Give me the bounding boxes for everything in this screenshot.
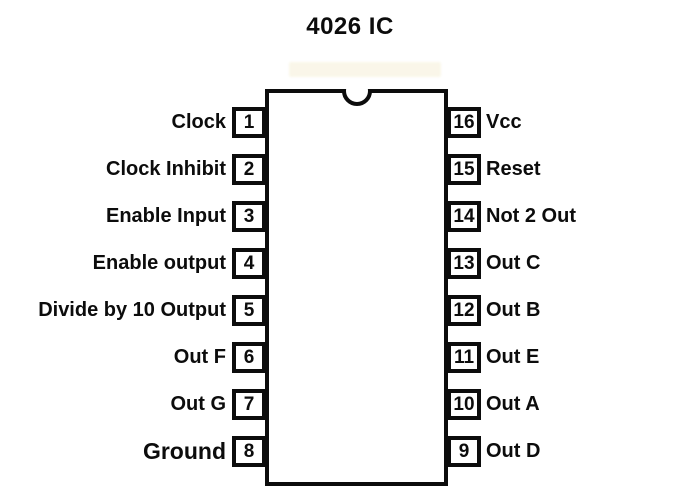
pin-9-box: 9 <box>447 436 481 467</box>
diagram-title: 4026 IC <box>306 13 394 40</box>
pin-1-number: 1 <box>243 111 255 133</box>
pin-4-box: 4 <box>232 248 266 279</box>
pin-12-label: Out B <box>486 299 541 321</box>
pin-2-number: 2 <box>243 158 255 180</box>
pin-7-label: Out G <box>170 393 226 415</box>
pin-12-number: 12 <box>453 299 475 321</box>
pin-10-label: Out A <box>486 393 540 415</box>
pin-8-number: 8 <box>243 440 255 462</box>
pin-13-number: 13 <box>453 252 475 274</box>
pin-9-number: 9 <box>458 440 470 462</box>
pin-16-box: 16 <box>447 107 481 138</box>
pin-15-number: 15 <box>453 158 475 180</box>
watermark-artifact <box>289 62 441 77</box>
notch-icon <box>338 89 376 108</box>
pin-10-number: 10 <box>453 393 475 415</box>
pin-11-box: 11 <box>447 342 481 373</box>
pin-4-number: 4 <box>243 252 255 274</box>
pin-3-label: Enable Input <box>106 205 226 227</box>
pin-8-box: 8 <box>232 436 266 467</box>
pin-3-box: 3 <box>232 201 266 232</box>
notch-circle <box>341 89 372 106</box>
pin-6-label: Out F <box>173 346 226 368</box>
pin-5-number: 5 <box>243 299 255 321</box>
pin-5-box: 5 <box>232 295 266 326</box>
pin-3-number: 3 <box>243 205 255 227</box>
pin-9-label: Out D <box>486 440 541 462</box>
pin-1-label: Clock <box>171 111 226 133</box>
pin-14-label: Not 2 Out <box>486 205 576 227</box>
pin-15-label: Reset <box>486 158 541 180</box>
pin-14-box: 14 <box>447 201 481 232</box>
pin-13-box: 13 <box>447 248 481 279</box>
pin-8-label: Ground <box>142 438 226 464</box>
pin-11-number: 11 <box>453 346 475 368</box>
pin-6-box: 6 <box>232 342 266 373</box>
pin-6-number: 6 <box>243 346 255 368</box>
pin-2-box: 2 <box>232 154 266 185</box>
pin-5-label: Divide by 10 Output <box>38 299 226 321</box>
pin-7-box: 7 <box>232 389 266 420</box>
pin-13-label: Out C <box>486 252 541 274</box>
pin-16-label: Vcc <box>486 111 522 133</box>
pin-1-box: 1 <box>232 107 266 138</box>
pin-7-number: 7 <box>243 393 255 415</box>
pin-4-label: Enable output <box>92 252 226 274</box>
pin-12-box: 12 <box>447 295 481 326</box>
ic-body <box>265 89 448 486</box>
pin-14-number: 14 <box>453 205 475 227</box>
pin-2-label: Clock Inhibit <box>106 158 226 180</box>
pin-10-box: 10 <box>447 389 481 420</box>
pin-15-box: 15 <box>447 154 481 185</box>
pin-11-label: Out E <box>486 346 540 368</box>
pin-16-number: 16 <box>453 111 475 133</box>
